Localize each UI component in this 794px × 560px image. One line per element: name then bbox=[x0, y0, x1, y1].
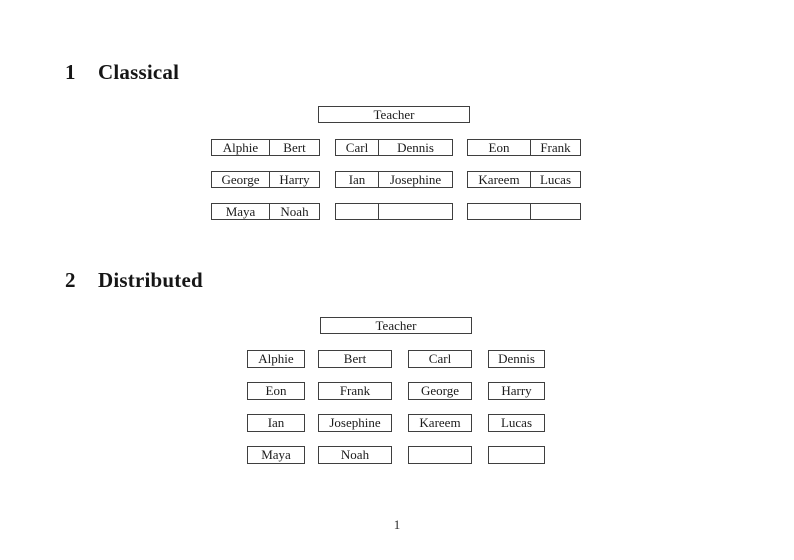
distributed-seat-r4c4-empty bbox=[488, 446, 545, 464]
classical-desk-r1c3: Eon Frank bbox=[467, 139, 581, 156]
classical-desk-r2c2: Ian Josephine bbox=[335, 171, 453, 188]
distributed-seat-r4c1: Maya bbox=[247, 446, 305, 464]
seat-cell-left bbox=[336, 204, 379, 219]
teacher-box-classical: Teacher bbox=[318, 106, 470, 123]
distributed-seat-r1c1: Alphie bbox=[247, 350, 305, 368]
seat-cell-left: Carl bbox=[336, 140, 379, 155]
distributed-seat-r1c3: Carl bbox=[408, 350, 472, 368]
seat-cell-right: Noah bbox=[280, 204, 309, 219]
classical-desk-r1c2: Carl Dennis bbox=[335, 139, 453, 156]
seat-cell-right bbox=[531, 204, 580, 219]
section-title: Classical bbox=[98, 60, 180, 84]
seat-cell-right bbox=[379, 204, 452, 219]
distributed-seat-r2c1: Eon bbox=[247, 382, 305, 400]
classical-desk-r3c1: Maya Noah bbox=[211, 203, 320, 220]
distributed-seat-r1c4: Dennis bbox=[488, 350, 545, 368]
seat-cell-right: Lucas bbox=[539, 172, 572, 187]
seat-cell-right: Frank bbox=[540, 140, 571, 155]
section-number: 1 bbox=[65, 60, 76, 84]
section-number: 2 bbox=[65, 268, 76, 292]
distributed-seat-r3c1: Ian bbox=[247, 414, 305, 432]
classical-desk-r1c1: Alphie Bert bbox=[211, 139, 320, 156]
section-heading-classical: 1 Classical bbox=[65, 60, 179, 85]
seat-cell-left: Ian bbox=[336, 172, 379, 187]
teacher-box-distributed: Teacher bbox=[320, 317, 472, 334]
seat-cell-left: George bbox=[212, 172, 270, 187]
classical-desk-r2c3: Kareem Lucas bbox=[467, 171, 581, 188]
seat-cell-left bbox=[468, 204, 531, 219]
seat-cell-left: Kareem bbox=[468, 172, 531, 187]
classical-desk-r2c1: George Harry bbox=[211, 171, 320, 188]
seat-cell-left: Eon bbox=[468, 140, 531, 155]
distributed-seat-r4c3-empty bbox=[408, 446, 472, 464]
classical-desk-r3c2-empty bbox=[335, 203, 453, 220]
seat-cell-left: Maya bbox=[212, 204, 270, 219]
distributed-seat-r2c3: George bbox=[408, 382, 472, 400]
page-number: 1 bbox=[393, 517, 401, 532]
distributed-seat-r3c2: Josephine bbox=[318, 414, 392, 432]
seat-cell-right: Dennis bbox=[397, 140, 434, 155]
distributed-seat-r3c3: Kareem bbox=[408, 414, 472, 432]
distributed-seat-r3c4: Lucas bbox=[488, 414, 545, 432]
seat-cell-right: Harry bbox=[279, 172, 310, 187]
seat-cell-right: Josephine bbox=[389, 172, 442, 187]
distributed-seat-r4c2: Noah bbox=[318, 446, 392, 464]
section-title: Distributed bbox=[98, 268, 203, 292]
distributed-seat-r2c2: Frank bbox=[318, 382, 392, 400]
seat-cell-right: Bert bbox=[283, 140, 306, 155]
section-heading-distributed: 2 Distributed bbox=[65, 268, 203, 293]
distributed-seat-r2c4: Harry bbox=[488, 382, 545, 400]
classical-desk-r3c3-empty bbox=[467, 203, 581, 220]
seat-cell-left: Alphie bbox=[212, 140, 270, 155]
distributed-seat-r1c2: Bert bbox=[318, 350, 392, 368]
